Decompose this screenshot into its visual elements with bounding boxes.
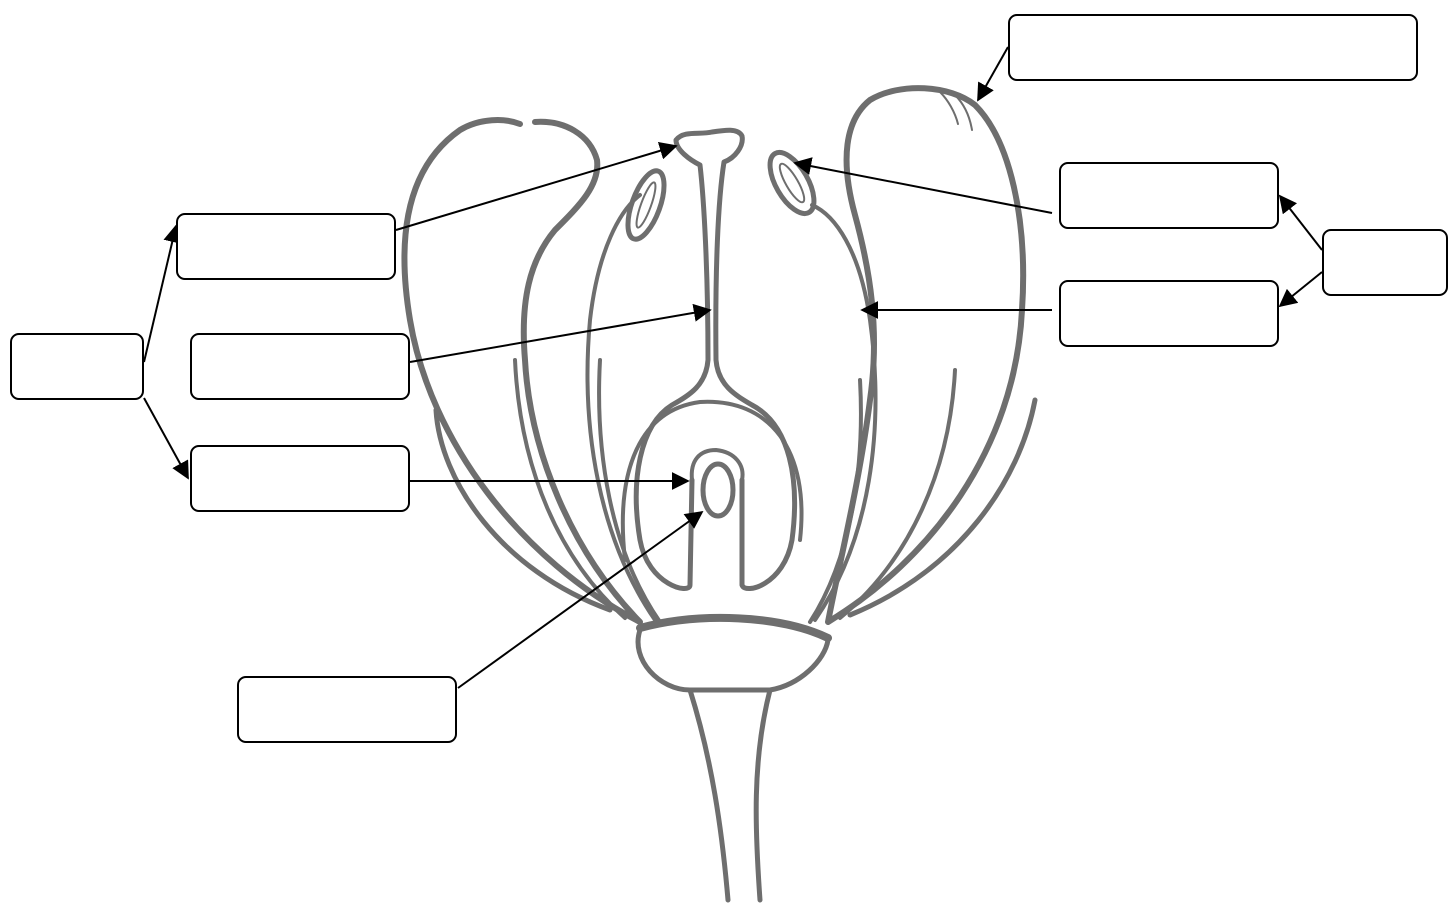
arrow-stigma (396, 146, 676, 230)
sepal-left (436, 410, 610, 610)
label-box-stigma[interactable] (176, 213, 396, 280)
label-box-carpel[interactable] (10, 333, 144, 400)
label-box-filament[interactable] (1059, 280, 1279, 347)
label-box-stamen[interactable] (1322, 229, 1448, 296)
label-box-style[interactable] (190, 333, 410, 400)
ovule (703, 464, 733, 516)
receptacle (638, 630, 828, 690)
petal-left (404, 120, 640, 622)
arrow-stamen-to-anther-box (1280, 196, 1322, 250)
arrow-style (410, 310, 710, 362)
petal-right (828, 88, 1023, 622)
label-box-ovary[interactable] (190, 445, 410, 512)
anther-right (761, 146, 823, 221)
arrow-carpel-to-ovary-box (144, 398, 188, 478)
label-box-ovule[interactable] (237, 676, 457, 743)
arrow-stamen-to-filament-box (1280, 272, 1322, 306)
flower-drawing (404, 88, 1035, 900)
arrow-petal (978, 47, 1008, 100)
receptacle-top (640, 618, 828, 638)
stem (690, 690, 770, 900)
arrow-carpel-to-stigma-box (144, 226, 176, 362)
label-box-petal[interactable] (1008, 14, 1418, 81)
label-box-anther[interactable] (1059, 162, 1279, 229)
